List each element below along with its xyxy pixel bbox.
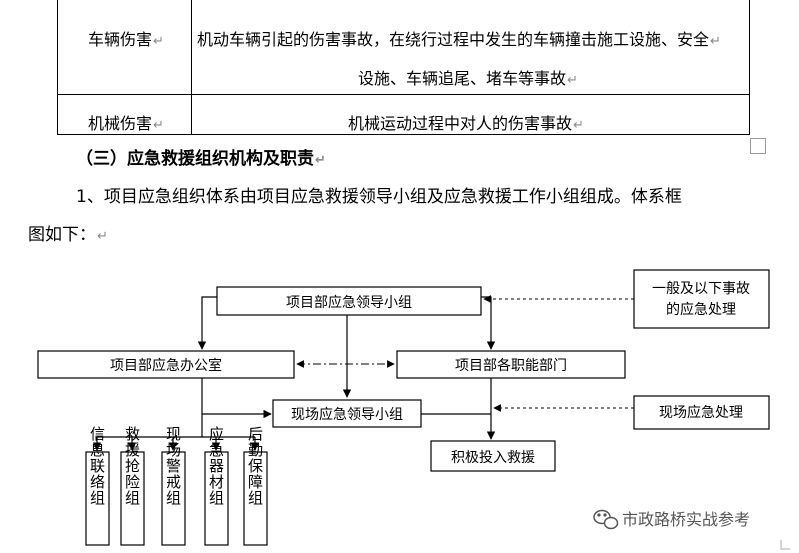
table-row-type: 车辆伤害↵	[88, 30, 164, 49]
general-accident-label-cont: 的应急处理	[666, 301, 736, 318]
site-leader-label: 现场应急领导小组	[291, 406, 403, 423]
team-box	[120, 451, 145, 546]
team-box	[161, 451, 186, 546]
leader-group-box	[216, 286, 482, 316]
table-row-desc: 机动车辆引起的伤害事故，在绕行过程中发生的车辆撞击施工设施、安全↵	[197, 30, 721, 49]
leader-group-label: 项目部应急领导小组	[286, 294, 412, 311]
anchor-box-icon	[750, 138, 766, 154]
team-label: 应急器材组	[207, 425, 225, 506]
watermark-text: 市政路桥实战参考	[622, 510, 750, 529]
team-box	[243, 451, 268, 546]
accident-table	[57, 0, 750, 136]
active-rescue-box	[430, 440, 556, 472]
departments-box	[396, 350, 626, 379]
team-box	[204, 451, 229, 546]
body-paragraph-cont: 图如下：↵	[28, 225, 108, 245]
body-paragraph: 1、项目应急组织体系由项目应急救援领导小组及应急救援工作小组组成。体系框	[76, 187, 682, 207]
general-accident-box	[633, 269, 770, 329]
team-label: 信息联络组	[88, 426, 106, 506]
active-rescue-label: 积极投入救援	[451, 450, 535, 466]
section-heading: （三）应急救援组织机构及职责↵	[76, 149, 326, 169]
site-handling-label: 现场应急处理	[659, 404, 743, 421]
table-row-desc-cont: 设施、车辆追尾、堵车等事故↵	[358, 69, 578, 88]
table-row-type: 机械伤害↵	[88, 114, 164, 133]
office-box	[37, 350, 295, 379]
general-accident-label: 一般及以下事故	[652, 281, 750, 297]
team-label: 救援抢险组	[123, 426, 141, 506]
team-label: 现场警戒组	[164, 426, 182, 506]
departments-label: 项目部各职能部门	[455, 358, 567, 374]
site-handling-box	[633, 395, 770, 430]
wechat-icon	[593, 509, 619, 530]
office-label: 项目部应急办公室	[110, 357, 222, 374]
table-row-desc: 机械运动过程中对人的伤害事故↵	[348, 114, 584, 133]
team-label: 后勤保障组	[246, 426, 264, 506]
corner-mark	[780, 540, 790, 550]
team-box	[85, 451, 110, 546]
